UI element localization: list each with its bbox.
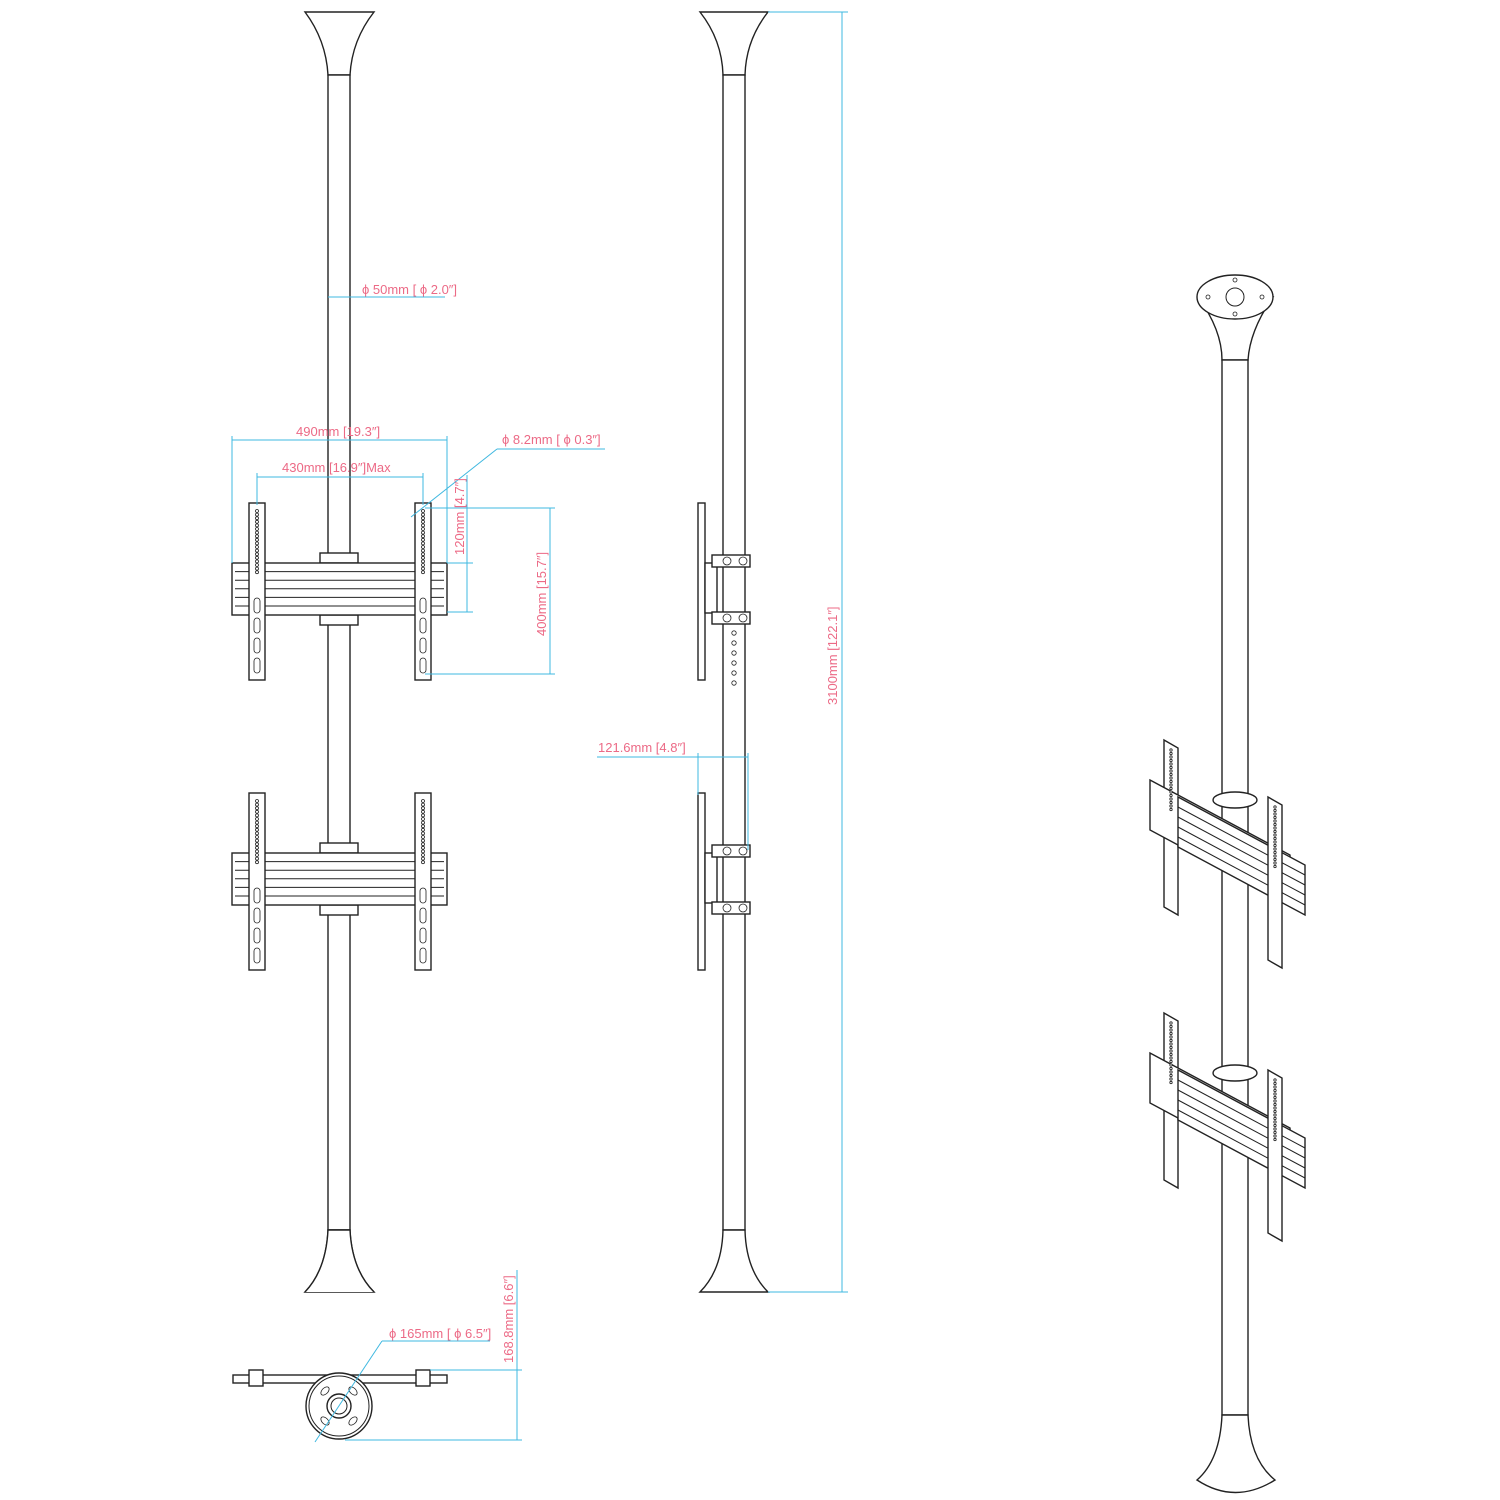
vertical-rail [414, 792, 432, 971]
vertical-rail [248, 792, 266, 971]
side-bottom-cone [698, 1229, 770, 1293]
side-mount-2 [697, 792, 751, 971]
base-diameter-label: ϕ 165mm [ ϕ 6.5″] [389, 1326, 491, 1341]
total-height-label: 3100mm [122.1″] [825, 606, 840, 705]
dimension-annotations: ϕ 50mm [ ϕ 2.0″] 490mm [19.3″] 430mm [16… [231, 11, 848, 1443]
max-hole-spacing-label: 430mm [16.9″]Max [282, 460, 391, 475]
depth-label: 121.6mm [4.8″] [598, 740, 686, 755]
side-top-cone [698, 11, 770, 76]
pole-diameter-label: ϕ 50mm [ ϕ 2.0″] [362, 282, 457, 297]
hole-diameter-label: ϕ 8.2mm [ ϕ 0.3″] [502, 432, 601, 447]
perspective-view [1149, 274, 1306, 1494]
side-mount-1 [697, 502, 751, 686]
rail-offset-label: 120mm [4.7″] [452, 478, 467, 555]
perspective-top-plate [1196, 274, 1274, 320]
front-view [231, 11, 448, 1293]
front-mount-2 [231, 792, 448, 971]
perspective-mount-1 [1149, 738, 1306, 970]
perspective-mount-2 [1149, 1011, 1306, 1243]
vertical-hole-spacing-label: 400mm [15.7″] [534, 552, 549, 636]
base-depth-label: 168.8mm [6.6″] [501, 1275, 516, 1363]
top-ceiling-cone [303, 11, 376, 76]
overall-width-label: 490mm [19.3″] [296, 424, 380, 439]
front-mount-1 [231, 502, 448, 681]
side-view [697, 11, 770, 1293]
front-pole [327, 74, 351, 1231]
